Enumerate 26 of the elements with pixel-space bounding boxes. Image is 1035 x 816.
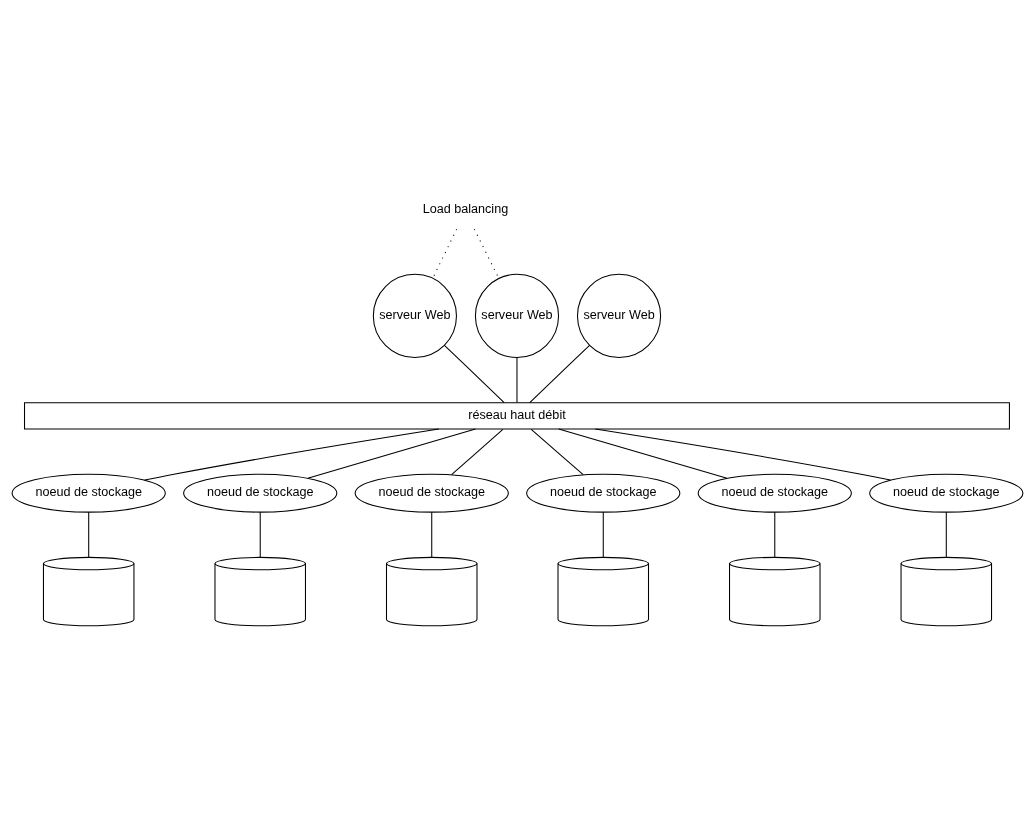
node-ellipse: noeud de stockage — [526, 473, 681, 513]
connector — [530, 428, 584, 475]
node-ellipse: noeud de stockage — [869, 473, 1024, 513]
connector — [307, 428, 476, 479]
connector — [558, 428, 728, 479]
connector — [602, 511, 604, 558]
connector — [451, 428, 504, 475]
connector — [529, 344, 591, 403]
node-circle: serveur Web — [576, 273, 662, 358]
node-circle: serveur Web — [372, 273, 457, 358]
node-text: Load balancing — [422, 201, 509, 216]
node-ellipse: noeud de stockage — [697, 473, 852, 513]
connector — [259, 511, 261, 558]
node-ellipse: noeud de stockage — [354, 473, 509, 513]
node-ellipse: noeud de stockage — [11, 473, 166, 513]
connector — [88, 511, 90, 558]
node-box: réseau haut débit — [24, 401, 1010, 430]
connector — [594, 428, 891, 481]
connector — [443, 344, 505, 403]
node-ellipse: noeud de stockage — [183, 473, 338, 513]
node-circle: serveur Web — [474, 273, 560, 358]
connector — [774, 511, 776, 558]
connector — [431, 511, 433, 558]
connector — [945, 511, 947, 558]
connector — [144, 428, 440, 481]
connector — [516, 356, 518, 403]
